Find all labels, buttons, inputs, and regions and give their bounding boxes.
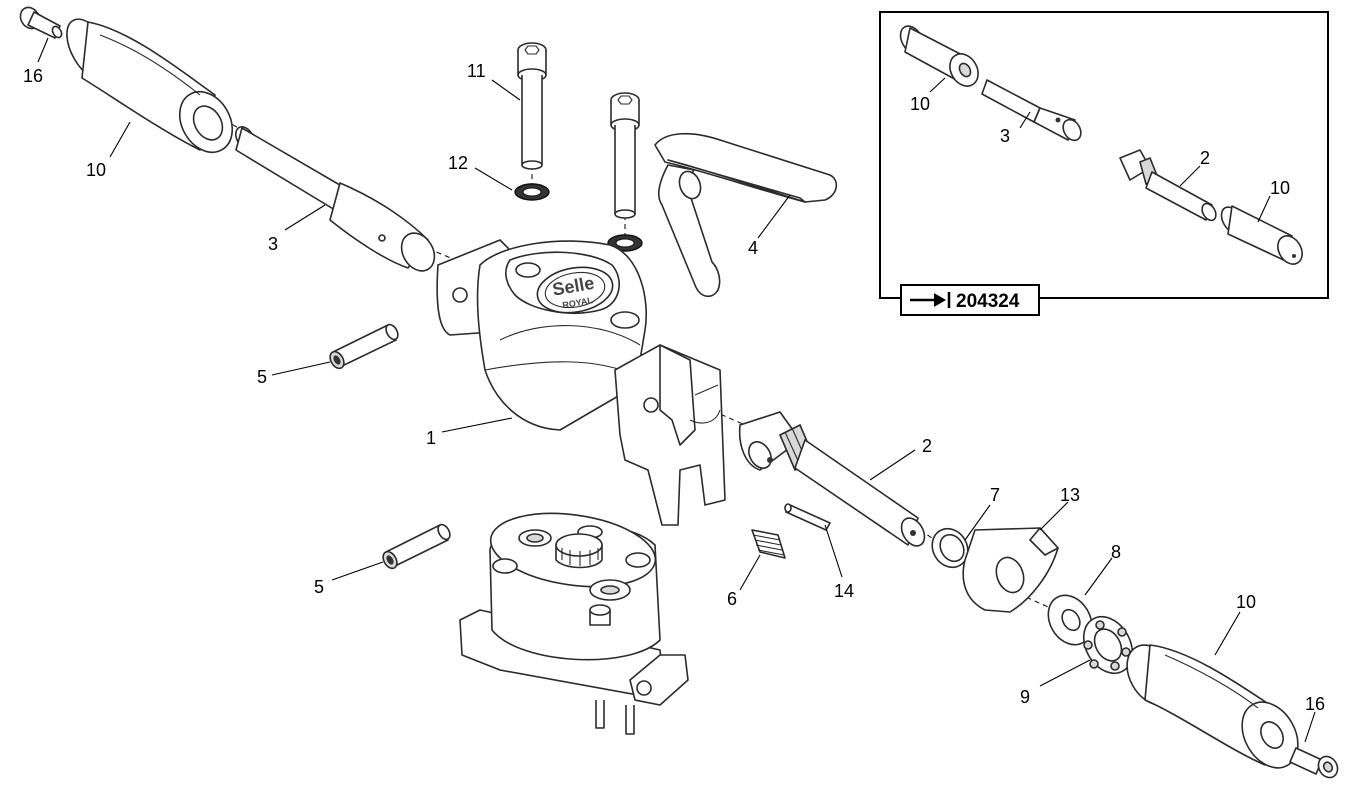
inset-axle-part-2 bbox=[1119, 149, 1217, 222]
screw-part-16-bottom bbox=[1289, 747, 1339, 779]
bolt-secondary bbox=[610, 92, 640, 219]
bolt-part-11 bbox=[517, 42, 547, 170]
pin-part-14 bbox=[784, 503, 831, 531]
leader-lines bbox=[37, 37, 1316, 743]
pin-part-5-upper bbox=[329, 323, 399, 370]
label-inset-part-2: 2 bbox=[1200, 148, 1210, 168]
label-part-13: 13 bbox=[1060, 485, 1080, 505]
label-part-5-upper: 5 bbox=[257, 367, 267, 387]
grip-part-10-top bbox=[66, 18, 234, 153]
label-part-2: 2 bbox=[922, 436, 932, 456]
grip-part-10-bottom bbox=[1126, 644, 1299, 769]
inset-reference-number: 204324 bbox=[956, 291, 1020, 312]
label-part-6: 6 bbox=[727, 589, 737, 609]
inset-detail-box: 204324 bbox=[879, 11, 1329, 316]
label-part-12: 12 bbox=[448, 153, 468, 173]
label-part-9: 9 bbox=[1020, 687, 1030, 707]
label-part-10-bottom: 10 bbox=[1236, 592, 1256, 612]
axle-part-2 bbox=[738, 411, 926, 547]
label-part-8: 8 bbox=[1111, 542, 1121, 562]
inset-shaft-part-3 bbox=[981, 79, 1082, 142]
label-part-16-top: 16 bbox=[23, 66, 43, 86]
cam-plate-part-13 bbox=[962, 527, 1059, 613]
label-part-5-lower: 5 bbox=[314, 577, 324, 597]
inset-grip-part-10-a bbox=[899, 25, 979, 87]
label-part-11: 11 bbox=[467, 61, 486, 81]
label-part-1: 1 bbox=[426, 428, 436, 448]
arrow-to-bar-icon bbox=[910, 292, 951, 308]
label-part-4: 4 bbox=[748, 238, 758, 258]
label-part-16-bottom: 16 bbox=[1305, 694, 1325, 714]
screw-part-16-top bbox=[19, 6, 63, 39]
washer-part-8 bbox=[1047, 594, 1093, 646]
inset-grip-part-10-b bbox=[1220, 205, 1303, 265]
spring-part-6 bbox=[751, 529, 786, 559]
label-inset-part-10-b: 10 bbox=[1270, 178, 1290, 198]
label-part-10-top: 10 bbox=[86, 160, 106, 180]
pin-part-5-lower bbox=[382, 523, 451, 570]
inset-reference-tag: 204324 bbox=[900, 284, 1040, 316]
snap-ring-part-7 bbox=[931, 527, 969, 569]
label-part-7: 7 bbox=[990, 485, 1000, 505]
label-part-3: 3 bbox=[268, 234, 278, 254]
part-labels: 16 10 3 11 12 4 5 1 2 5 6 14 7 13 8 9 10… bbox=[23, 61, 1325, 714]
bearing-part-9 bbox=[1082, 615, 1134, 675]
label-part-14: 14 bbox=[834, 581, 854, 601]
clamp-base-assembly bbox=[459, 512, 689, 735]
main-body-part-1: Selle ROYAL bbox=[436, 239, 726, 526]
label-inset-part-3: 3 bbox=[1000, 126, 1010, 146]
lever-part-4 bbox=[654, 132, 838, 298]
label-inset-part-10-a: 10 bbox=[910, 94, 930, 114]
shaft-part-3 bbox=[235, 126, 436, 272]
